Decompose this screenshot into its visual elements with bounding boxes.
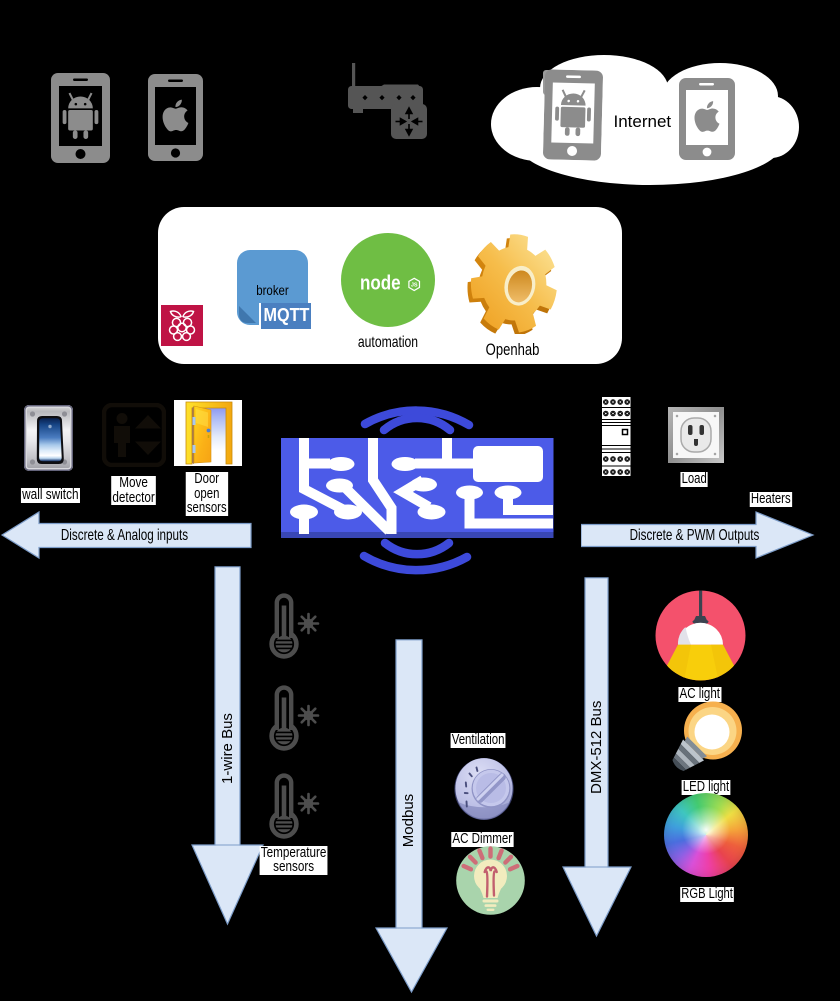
svg-text:node: node (360, 271, 401, 294)
svg-text:JS: JS (411, 283, 418, 289)
